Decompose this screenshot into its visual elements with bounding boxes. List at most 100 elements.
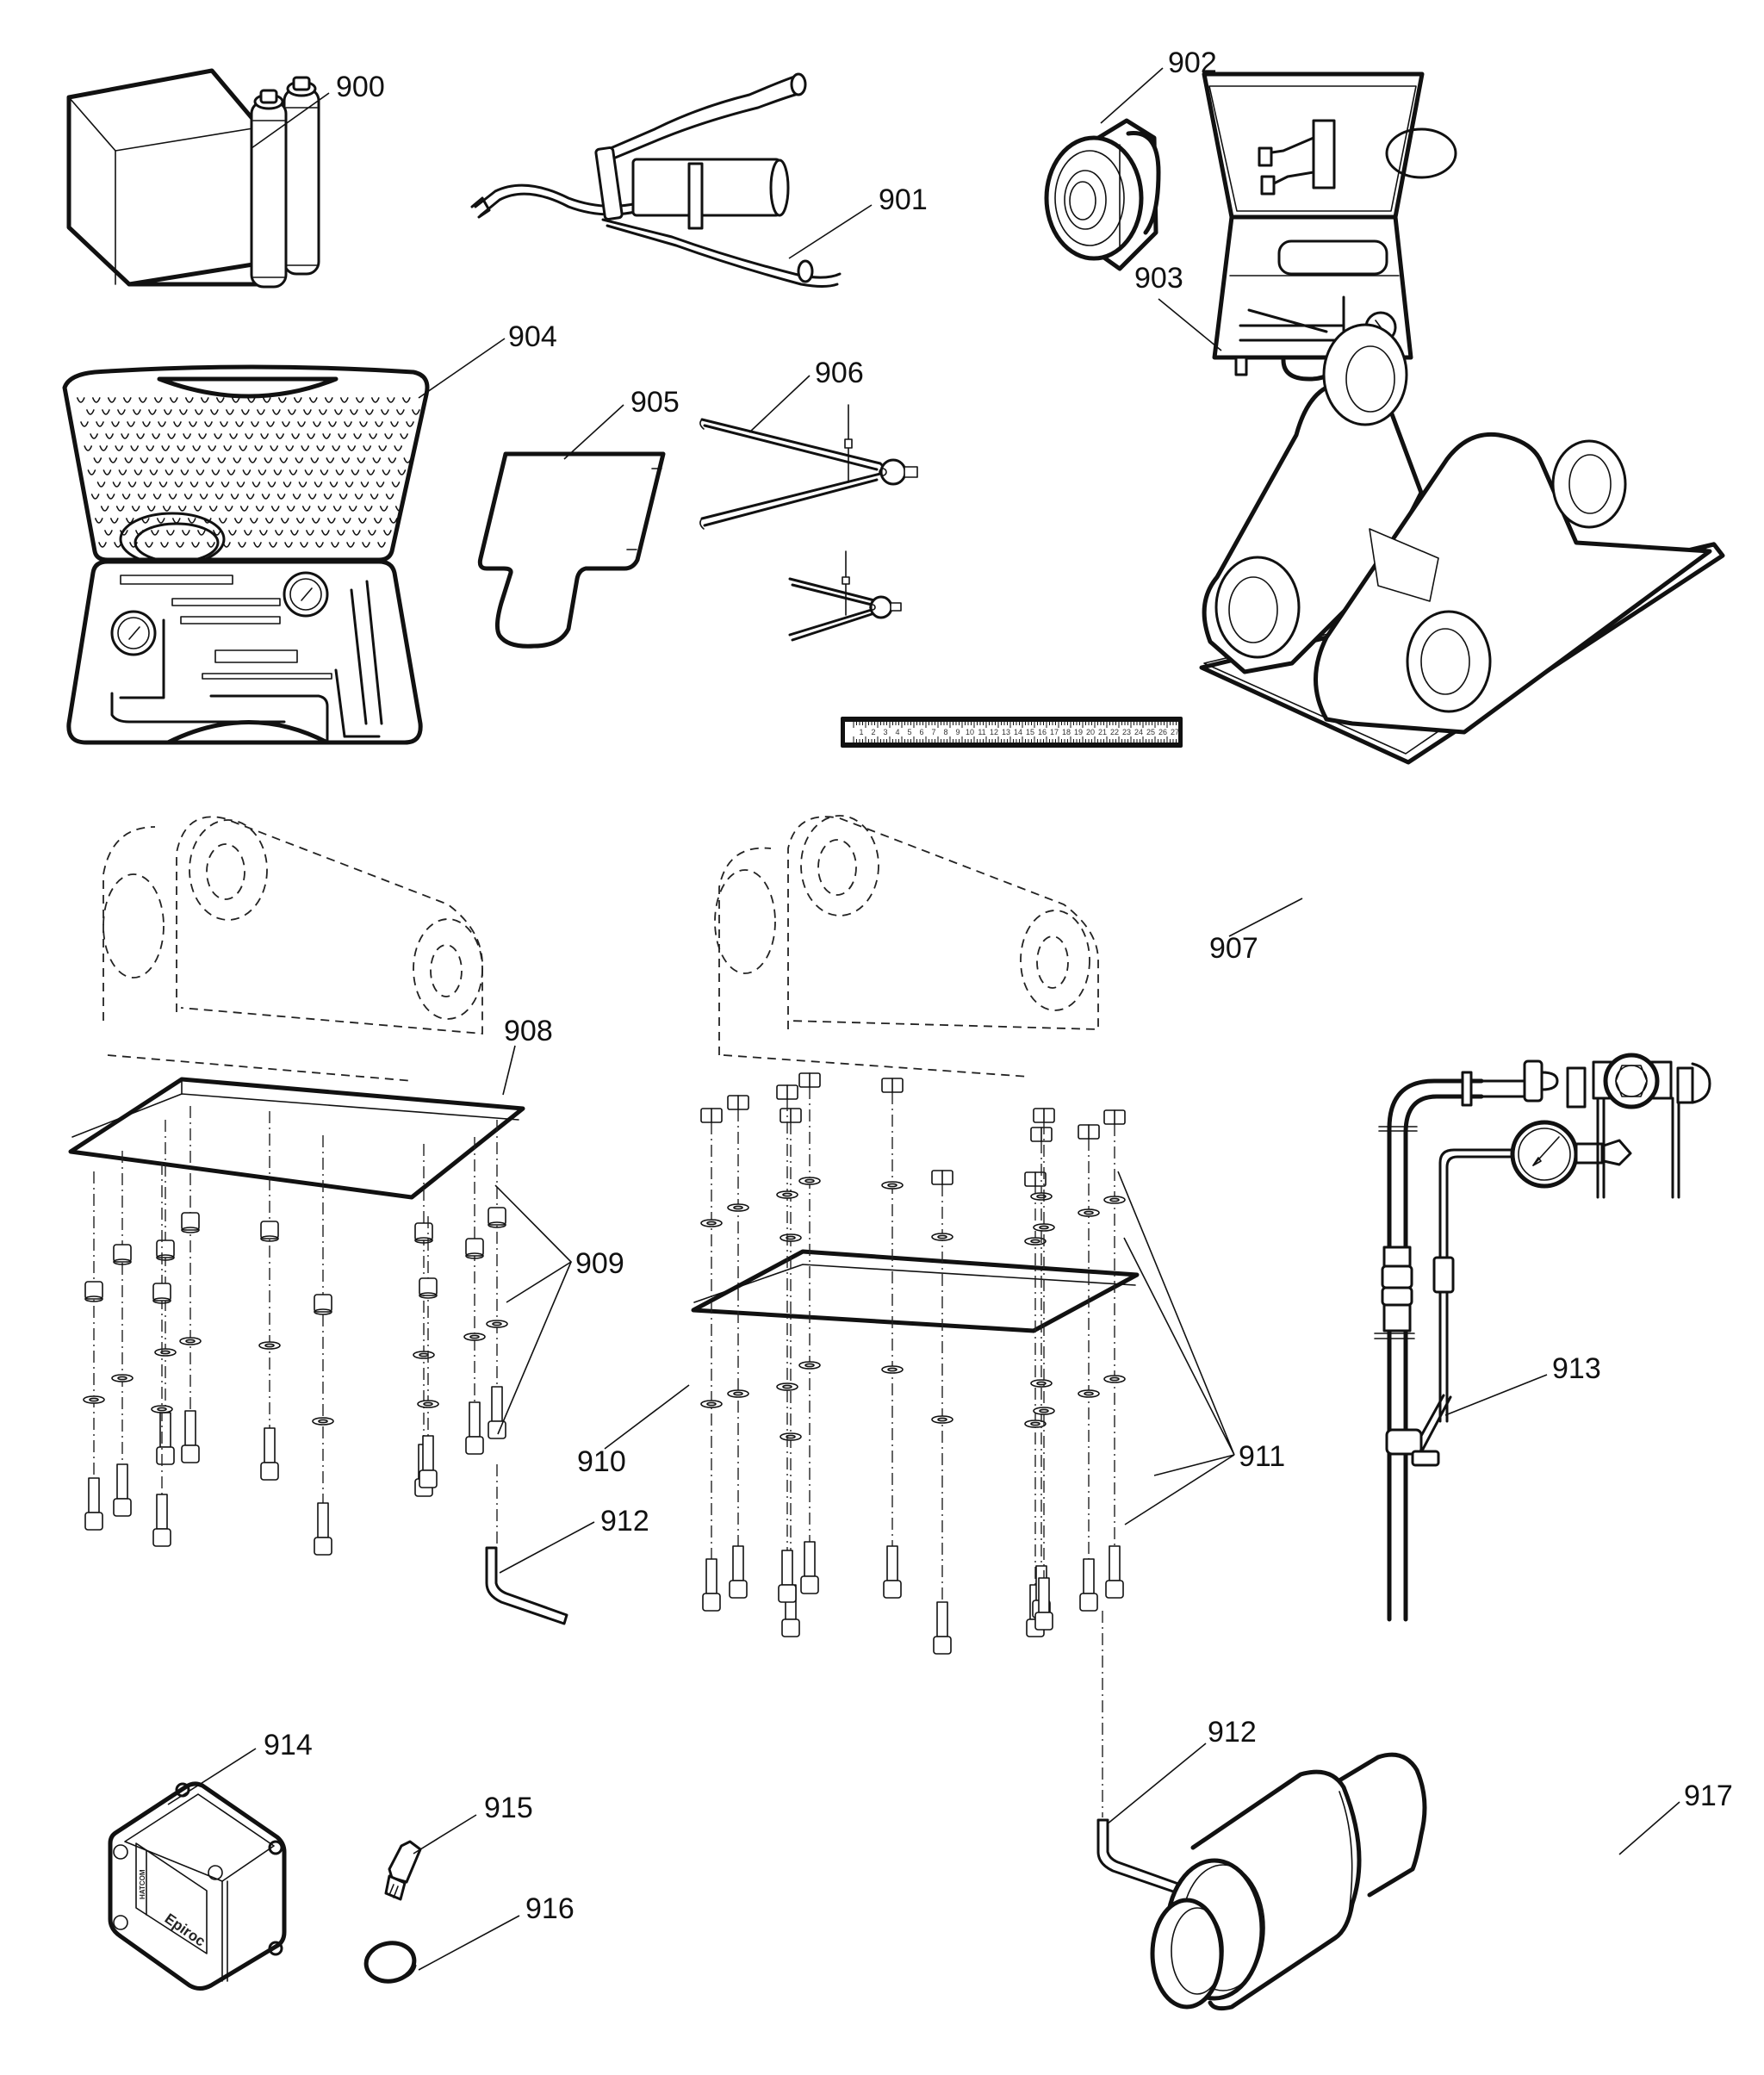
foam-cell xyxy=(283,481,292,488)
foam-cell xyxy=(322,433,331,439)
bolt-head xyxy=(260,1462,279,1481)
foam-cell xyxy=(269,542,277,548)
foam-cell xyxy=(354,494,363,500)
foam-cell xyxy=(359,421,368,427)
foam-cell xyxy=(276,433,284,439)
foam-cell xyxy=(292,494,301,500)
foam-cell xyxy=(123,397,132,403)
bolt-head xyxy=(1105,1580,1124,1599)
foam-cell xyxy=(102,469,112,475)
part-903-metal-tool-case xyxy=(1202,71,1457,382)
foam-cell xyxy=(146,506,156,512)
part-901-grease-gun xyxy=(470,72,842,288)
bolt-shank xyxy=(705,1558,717,1594)
washer xyxy=(798,1361,821,1370)
ruler-number: 27 xyxy=(1171,728,1179,736)
bolt-shank xyxy=(156,1494,168,1530)
foam-cell xyxy=(130,445,139,451)
bolt-head xyxy=(883,1580,902,1599)
washer xyxy=(151,1405,173,1413)
foam-cell xyxy=(239,506,249,512)
foam-cell xyxy=(362,542,370,548)
foam-cell xyxy=(366,469,376,475)
washer xyxy=(780,1233,802,1242)
callout-labels: 900 901 902 903 904 905 906 907 908 909 … xyxy=(264,47,1733,1925)
washer-hole xyxy=(937,1234,947,1239)
foam-cell xyxy=(320,469,329,475)
washer-hole xyxy=(782,1192,792,1197)
foam-cell xyxy=(98,542,107,548)
leader-lines xyxy=(167,67,1680,1971)
ruler-number: 17 xyxy=(1050,728,1059,736)
foam-cell xyxy=(321,530,330,536)
foam-cell xyxy=(338,433,346,439)
foam-cell xyxy=(267,481,276,488)
ruler-number: 14 xyxy=(1014,728,1022,736)
foam-cell xyxy=(272,409,281,415)
spacer xyxy=(260,1221,279,1239)
foam-cell xyxy=(197,530,206,536)
spacer xyxy=(488,1207,506,1226)
foam-cell xyxy=(205,481,214,488)
callout-901: 901 xyxy=(879,183,928,216)
foam-cell xyxy=(281,518,289,524)
foam-cell xyxy=(288,409,296,415)
part-908-top-plate xyxy=(68,1077,525,1200)
foam-cell xyxy=(383,530,392,536)
washer-hole xyxy=(733,1205,743,1210)
washer-hole xyxy=(1039,1408,1049,1413)
bolt-head xyxy=(113,1498,132,1517)
washer xyxy=(1078,1208,1100,1217)
washer xyxy=(700,1219,723,1227)
foam-cell xyxy=(357,457,366,463)
foam-cell xyxy=(385,494,394,500)
spacer-edge xyxy=(181,1227,200,1233)
washer xyxy=(931,1415,953,1424)
spacer-edge xyxy=(414,1237,433,1244)
foam-cell xyxy=(230,494,239,500)
foam-cell xyxy=(331,542,339,548)
foam-cell xyxy=(236,481,245,488)
foam-cell xyxy=(389,518,398,524)
bolt-head xyxy=(1034,1612,1053,1631)
foam-cell xyxy=(332,506,342,512)
foam-cell xyxy=(158,421,166,427)
foam-cell xyxy=(220,481,230,488)
spacer xyxy=(113,1244,132,1263)
foam-cell xyxy=(134,469,143,475)
foam-cell xyxy=(251,421,259,427)
foam-cell xyxy=(397,469,407,475)
callout-908: 908 xyxy=(504,1015,553,1047)
spacer-edge xyxy=(156,1254,175,1261)
callout-905: 905 xyxy=(630,386,680,419)
foam-cell xyxy=(377,542,386,548)
washer xyxy=(486,1320,508,1328)
foam-cell xyxy=(196,469,205,475)
spacer xyxy=(152,1283,171,1302)
ruler-number: 11 xyxy=(978,728,985,736)
bolt-shank xyxy=(469,1401,481,1438)
bolt-shank xyxy=(732,1545,744,1581)
foam-cell xyxy=(202,457,211,463)
washer-hole xyxy=(117,1376,127,1381)
foam-cell xyxy=(239,445,247,451)
foam-cell xyxy=(261,494,270,500)
foam-cell xyxy=(266,421,275,427)
foam-cell xyxy=(260,433,269,439)
washer xyxy=(312,1417,334,1426)
washer-hole xyxy=(804,1178,815,1183)
washer-hole xyxy=(1084,1391,1094,1396)
washer xyxy=(931,1233,953,1241)
foam-cell xyxy=(201,397,209,403)
foam-cell xyxy=(257,409,265,415)
part-912-hex-key-left xyxy=(485,1546,568,1625)
foam-cell xyxy=(263,397,271,403)
foam-cell xyxy=(241,409,250,415)
foam-cell xyxy=(340,397,349,403)
foam-cell xyxy=(140,457,149,463)
foam-cell xyxy=(276,494,286,500)
callout-906: 906 xyxy=(815,357,864,389)
ruler-number: 12 xyxy=(990,728,998,736)
foam-cell xyxy=(310,457,320,463)
